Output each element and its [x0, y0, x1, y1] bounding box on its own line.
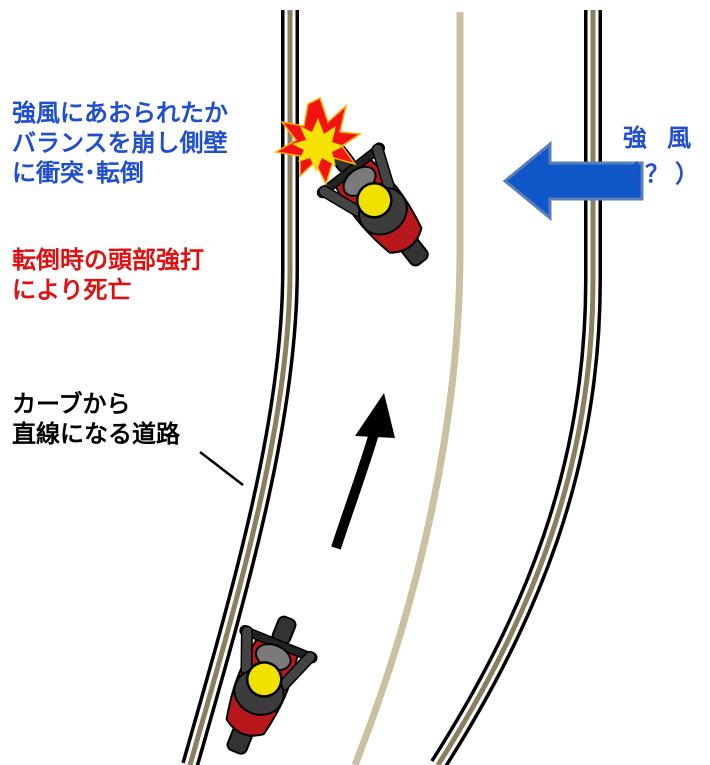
left-arrow-icon: [502, 140, 644, 222]
right-guardrail: [430, 10, 602, 765]
wind-label-line-2: （？）: [615, 160, 705, 188]
road-type-line-1: カーブから: [12, 390, 131, 418]
curved-arrow-icon: [331, 393, 395, 550]
explosion-icon: [273, 96, 363, 187]
left-guardrail: [181, 10, 299, 765]
road-type-line-2: 直線になる道路: [12, 420, 180, 448]
road-type-text: カーブから 直線になる道路: [12, 389, 180, 449]
death-cause-text: 転倒時の頭部強打 により死亡: [12, 245, 204, 305]
center-line: [351, 12, 464, 765]
crash-cause-line-2: バランスを崩し側壁: [12, 129, 228, 157]
wind-label-line-1: 強 風: [622, 124, 698, 152]
road-pointer-line: [199, 451, 244, 486]
wind-label: 強 風 （？）: [612, 120, 708, 192]
crash-cause-line-1: 強風にあおられたか: [12, 99, 228, 127]
crash-cause-line-3: に衝突･転倒: [12, 159, 144, 187]
death-cause-line-2: により死亡: [12, 276, 132, 304]
death-cause-line-1: 転倒時の頭部強打: [12, 246, 204, 274]
crash-cause-text: 強風にあおられたか バランスを崩し側壁 に衝突･転倒: [12, 98, 228, 188]
